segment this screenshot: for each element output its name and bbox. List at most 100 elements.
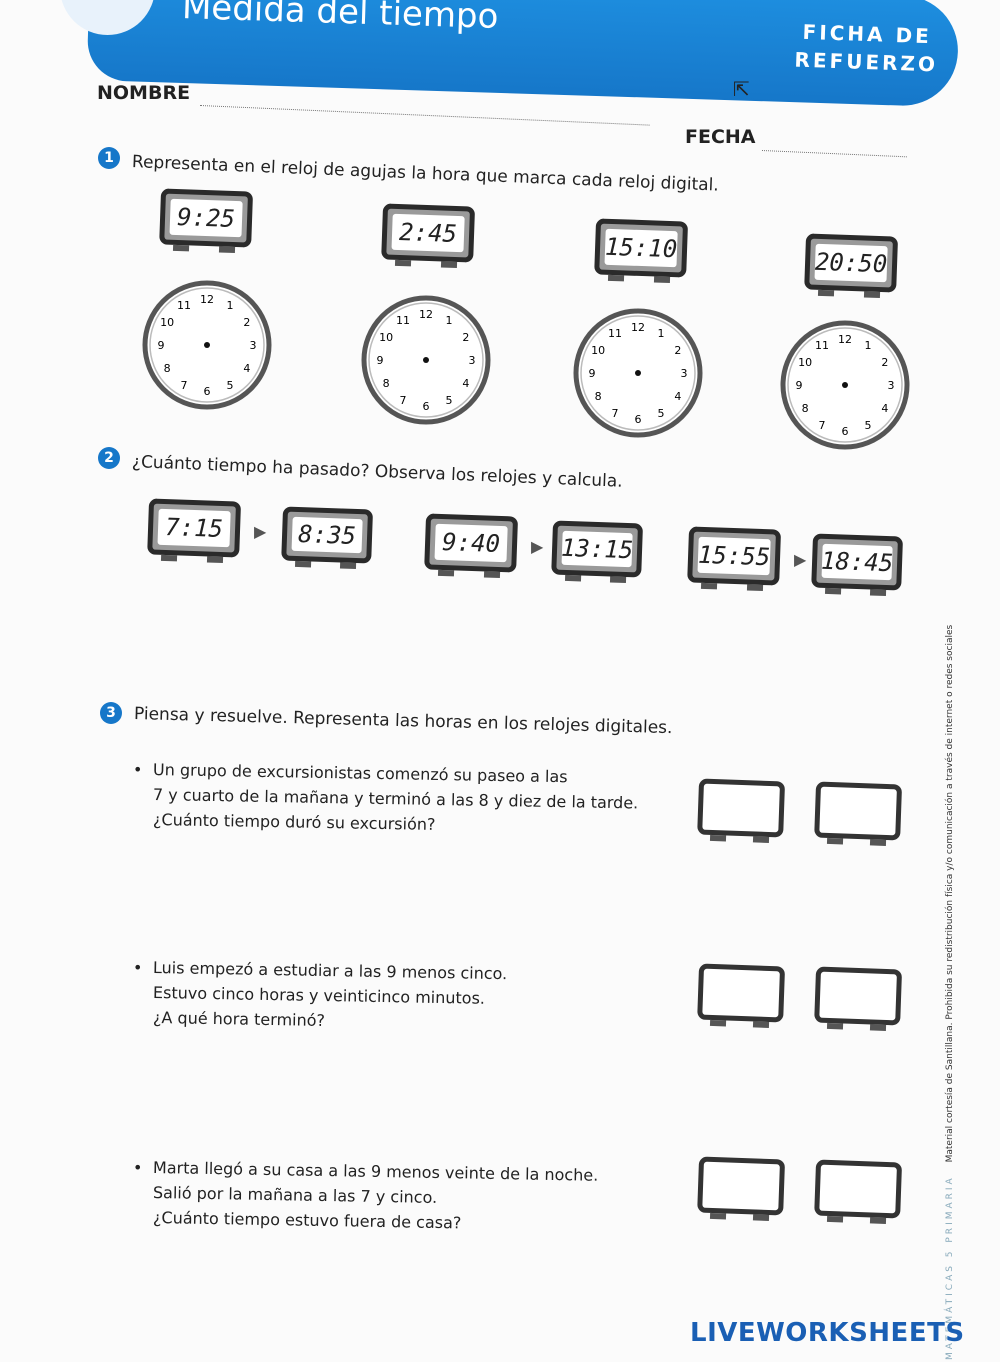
clock-foot bbox=[607, 274, 624, 282]
name-input[interactable] bbox=[199, 105, 650, 126]
clock-number: 4 bbox=[462, 377, 469, 390]
clock-frame: 8:35 bbox=[281, 506, 374, 564]
clock-number: 7 bbox=[612, 407, 619, 420]
clock-number: 6 bbox=[204, 385, 211, 398]
clock-number: 11 bbox=[608, 327, 622, 340]
clock-number: 3 bbox=[888, 379, 895, 392]
bullet-icon: • bbox=[133, 760, 143, 779]
clock-number: 11 bbox=[396, 314, 410, 327]
date-label: FECHA bbox=[685, 126, 756, 148]
clock-number: 4 bbox=[243, 362, 250, 375]
clock-number: 5 bbox=[658, 407, 665, 420]
arrow-icon: ▶ bbox=[531, 537, 544, 556]
clock-center-dot bbox=[204, 342, 210, 348]
clock-frame: 2:45 bbox=[381, 203, 476, 263]
clock-foot bbox=[564, 574, 581, 582]
clock-number: 8 bbox=[595, 390, 602, 403]
clock-foot bbox=[869, 1024, 887, 1031]
time-input[interactable] bbox=[824, 791, 892, 831]
clock-number: 11 bbox=[815, 339, 829, 352]
copyright-vertical: MATEMÁTICAS 5 PRIMARIA Material cortesía… bbox=[945, 625, 955, 1360]
clock-foot bbox=[709, 834, 727, 842]
clock-inner-ring bbox=[580, 315, 696, 431]
clock-foot bbox=[700, 582, 717, 590]
clock-foot bbox=[869, 839, 887, 846]
clock-frame bbox=[814, 781, 903, 841]
clock-number: 1 bbox=[227, 299, 234, 312]
date-input[interactable] bbox=[761, 150, 907, 158]
clock-center-dot bbox=[842, 382, 848, 388]
clock-number: 7 bbox=[819, 419, 826, 432]
clock-foot bbox=[869, 589, 886, 597]
clock-number: 8 bbox=[383, 377, 390, 390]
clock-frame bbox=[814, 966, 903, 1026]
clock-foot bbox=[339, 562, 356, 570]
clock-number: 2 bbox=[881, 356, 888, 369]
clock-frame: 15:55 bbox=[687, 526, 782, 586]
clock-foot bbox=[824, 587, 841, 595]
clock-number: 3 bbox=[469, 354, 476, 367]
clock-number: 12 bbox=[838, 333, 852, 346]
clock-frame: 18:45 bbox=[811, 533, 904, 591]
answer-digital-clock[interactable] bbox=[697, 778, 786, 844]
answer-digital-clock[interactable] bbox=[814, 781, 903, 847]
time-input[interactable] bbox=[707, 973, 775, 1013]
time-input[interactable] bbox=[707, 1166, 775, 1206]
clock-foot bbox=[440, 261, 457, 269]
clock-number: 4 bbox=[881, 402, 888, 415]
clock-foot bbox=[653, 276, 670, 284]
answer-digital-clock[interactable] bbox=[697, 1156, 786, 1222]
clock-frame: 20:50 bbox=[804, 233, 899, 293]
answer-digital-clock[interactable] bbox=[814, 966, 903, 1032]
problem-text-line: ¿Cuánto tiempo duró su excursión? bbox=[152, 810, 436, 834]
time-display: 18:45 bbox=[821, 543, 894, 581]
liveworksheets-logo: LIVEWORKSHEETS bbox=[690, 1318, 965, 1348]
digital-clock: 9:40 bbox=[424, 513, 519, 579]
clock-number: 2 bbox=[462, 331, 469, 344]
clock-foot bbox=[709, 1019, 727, 1027]
clock-number: 5 bbox=[227, 379, 234, 392]
mouse-cursor-icon: ⇱ bbox=[733, 77, 750, 101]
clock-center-dot bbox=[423, 357, 429, 363]
clock-number: 9 bbox=[589, 367, 596, 380]
clock-foot bbox=[218, 246, 235, 254]
clock-number: 8 bbox=[802, 402, 809, 415]
time-display: 8:35 bbox=[291, 516, 363, 554]
time-display: 15:55 bbox=[697, 536, 771, 576]
clock-inner-ring bbox=[368, 302, 484, 418]
answer-digital-clock[interactable] bbox=[697, 963, 786, 1029]
clock-foot bbox=[172, 244, 189, 252]
clock-foot bbox=[817, 289, 834, 297]
bullet-icon: • bbox=[133, 958, 143, 977]
time-input[interactable] bbox=[824, 1169, 892, 1209]
digital-clock: 15:55 bbox=[687, 526, 782, 592]
worksheet-type-badge: FICHA DE REFUERZO bbox=[794, 18, 939, 79]
digital-clock: 8:35 bbox=[281, 506, 374, 570]
clock-foot bbox=[609, 576, 626, 584]
clock-number: 9 bbox=[158, 339, 165, 352]
answer-digital-clock[interactable] bbox=[814, 1159, 903, 1225]
question-number: 2 bbox=[98, 447, 120, 469]
clock-number: 1 bbox=[865, 339, 872, 352]
clock-foot bbox=[863, 291, 880, 299]
clock-foot bbox=[826, 837, 844, 845]
problem-text-line: ¿Cuánto tiempo estuvo fuera de casa? bbox=[152, 1208, 462, 1233]
question-2-text: ¿Cuánto tiempo ha pasado? Observa los re… bbox=[131, 452, 624, 492]
clock-frame: 9:25 bbox=[159, 188, 254, 248]
time-display: 2:45 bbox=[391, 213, 465, 253]
clock-number: 7 bbox=[400, 394, 407, 407]
clock-foot bbox=[294, 560, 311, 568]
clock-number: 11 bbox=[177, 299, 191, 312]
time-input[interactable] bbox=[824, 976, 892, 1016]
time-display: 9:25 bbox=[169, 198, 243, 238]
digital-clock: 7:15 bbox=[147, 498, 242, 564]
time-input[interactable] bbox=[707, 788, 775, 828]
clock-number: 5 bbox=[865, 419, 872, 432]
clock-foot bbox=[752, 836, 770, 843]
clock-frame: 15:10 bbox=[594, 218, 689, 278]
